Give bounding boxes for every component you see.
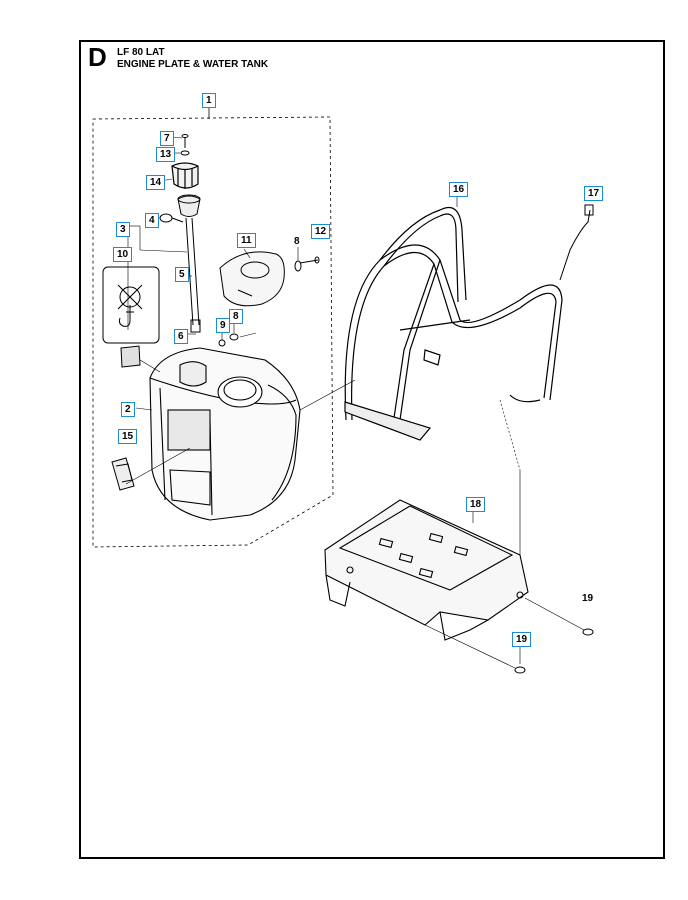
callout-11: 11 [237, 233, 256, 248]
callout-7: 7 [160, 131, 174, 146]
hose-clip-part-4 [159, 213, 184, 223]
callout-6: 6 [174, 329, 188, 344]
callout-16: 16 [449, 182, 469, 197]
section-letter: D [88, 42, 107, 72]
callout-5: 5 [175, 267, 189, 282]
label-sticker [120, 345, 141, 368]
callout-17: 17 [584, 186, 604, 201]
cable-part-17 [559, 204, 594, 281]
diagram-frame [79, 40, 665, 859]
tank-cap-part-14 [171, 162, 199, 189]
model-name: LF 80 LAT [117, 47, 165, 58]
washer-part-19-left [514, 666, 526, 674]
washer-part-8-upper [294, 260, 302, 272]
tank-lid-part-11 [219, 251, 285, 307]
callout-14: 14 [146, 175, 166, 190]
filler-neck-part-4 [177, 194, 201, 217]
callout-13: 13 [156, 147, 176, 162]
callout-8-lower: 8 [229, 309, 243, 324]
callout-19-left: 19 [512, 632, 532, 647]
water-tank-part-2 [149, 347, 301, 521]
callout-18: 18 [466, 497, 486, 512]
diagram-title: ENGINE PLATE & WATER TANK [117, 59, 269, 70]
callout-15: 15 [118, 429, 138, 444]
clip-part-15 [111, 457, 135, 491]
washer-part-8-lower [229, 333, 239, 341]
callout-1: 1 [202, 93, 216, 108]
washer-part-13 [180, 150, 190, 156]
screw-part-7 [181, 134, 189, 148]
callout-19-right: 19 [582, 593, 594, 604]
callout-2: 2 [121, 402, 135, 417]
callout-9: 9 [216, 318, 230, 333]
handle-frame-part-16 [344, 206, 563, 441]
washer-part-19-right [582, 628, 594, 636]
nut-part-9 [218, 339, 226, 347]
callout-10: 10 [113, 247, 133, 262]
callout-2-box: 2 [121, 402, 135, 417]
hose-part-5 [185, 217, 201, 333]
callout-4: 4 [145, 213, 159, 228]
callout-3: 3 [116, 222, 130, 237]
engine-plate-part-18 [324, 499, 529, 641]
screw-part-12 [299, 256, 320, 264]
callout-12: 12 [311, 224, 331, 239]
warning-decal-part-10 [102, 266, 160, 344]
callout-8-upper: 8 [294, 236, 300, 247]
